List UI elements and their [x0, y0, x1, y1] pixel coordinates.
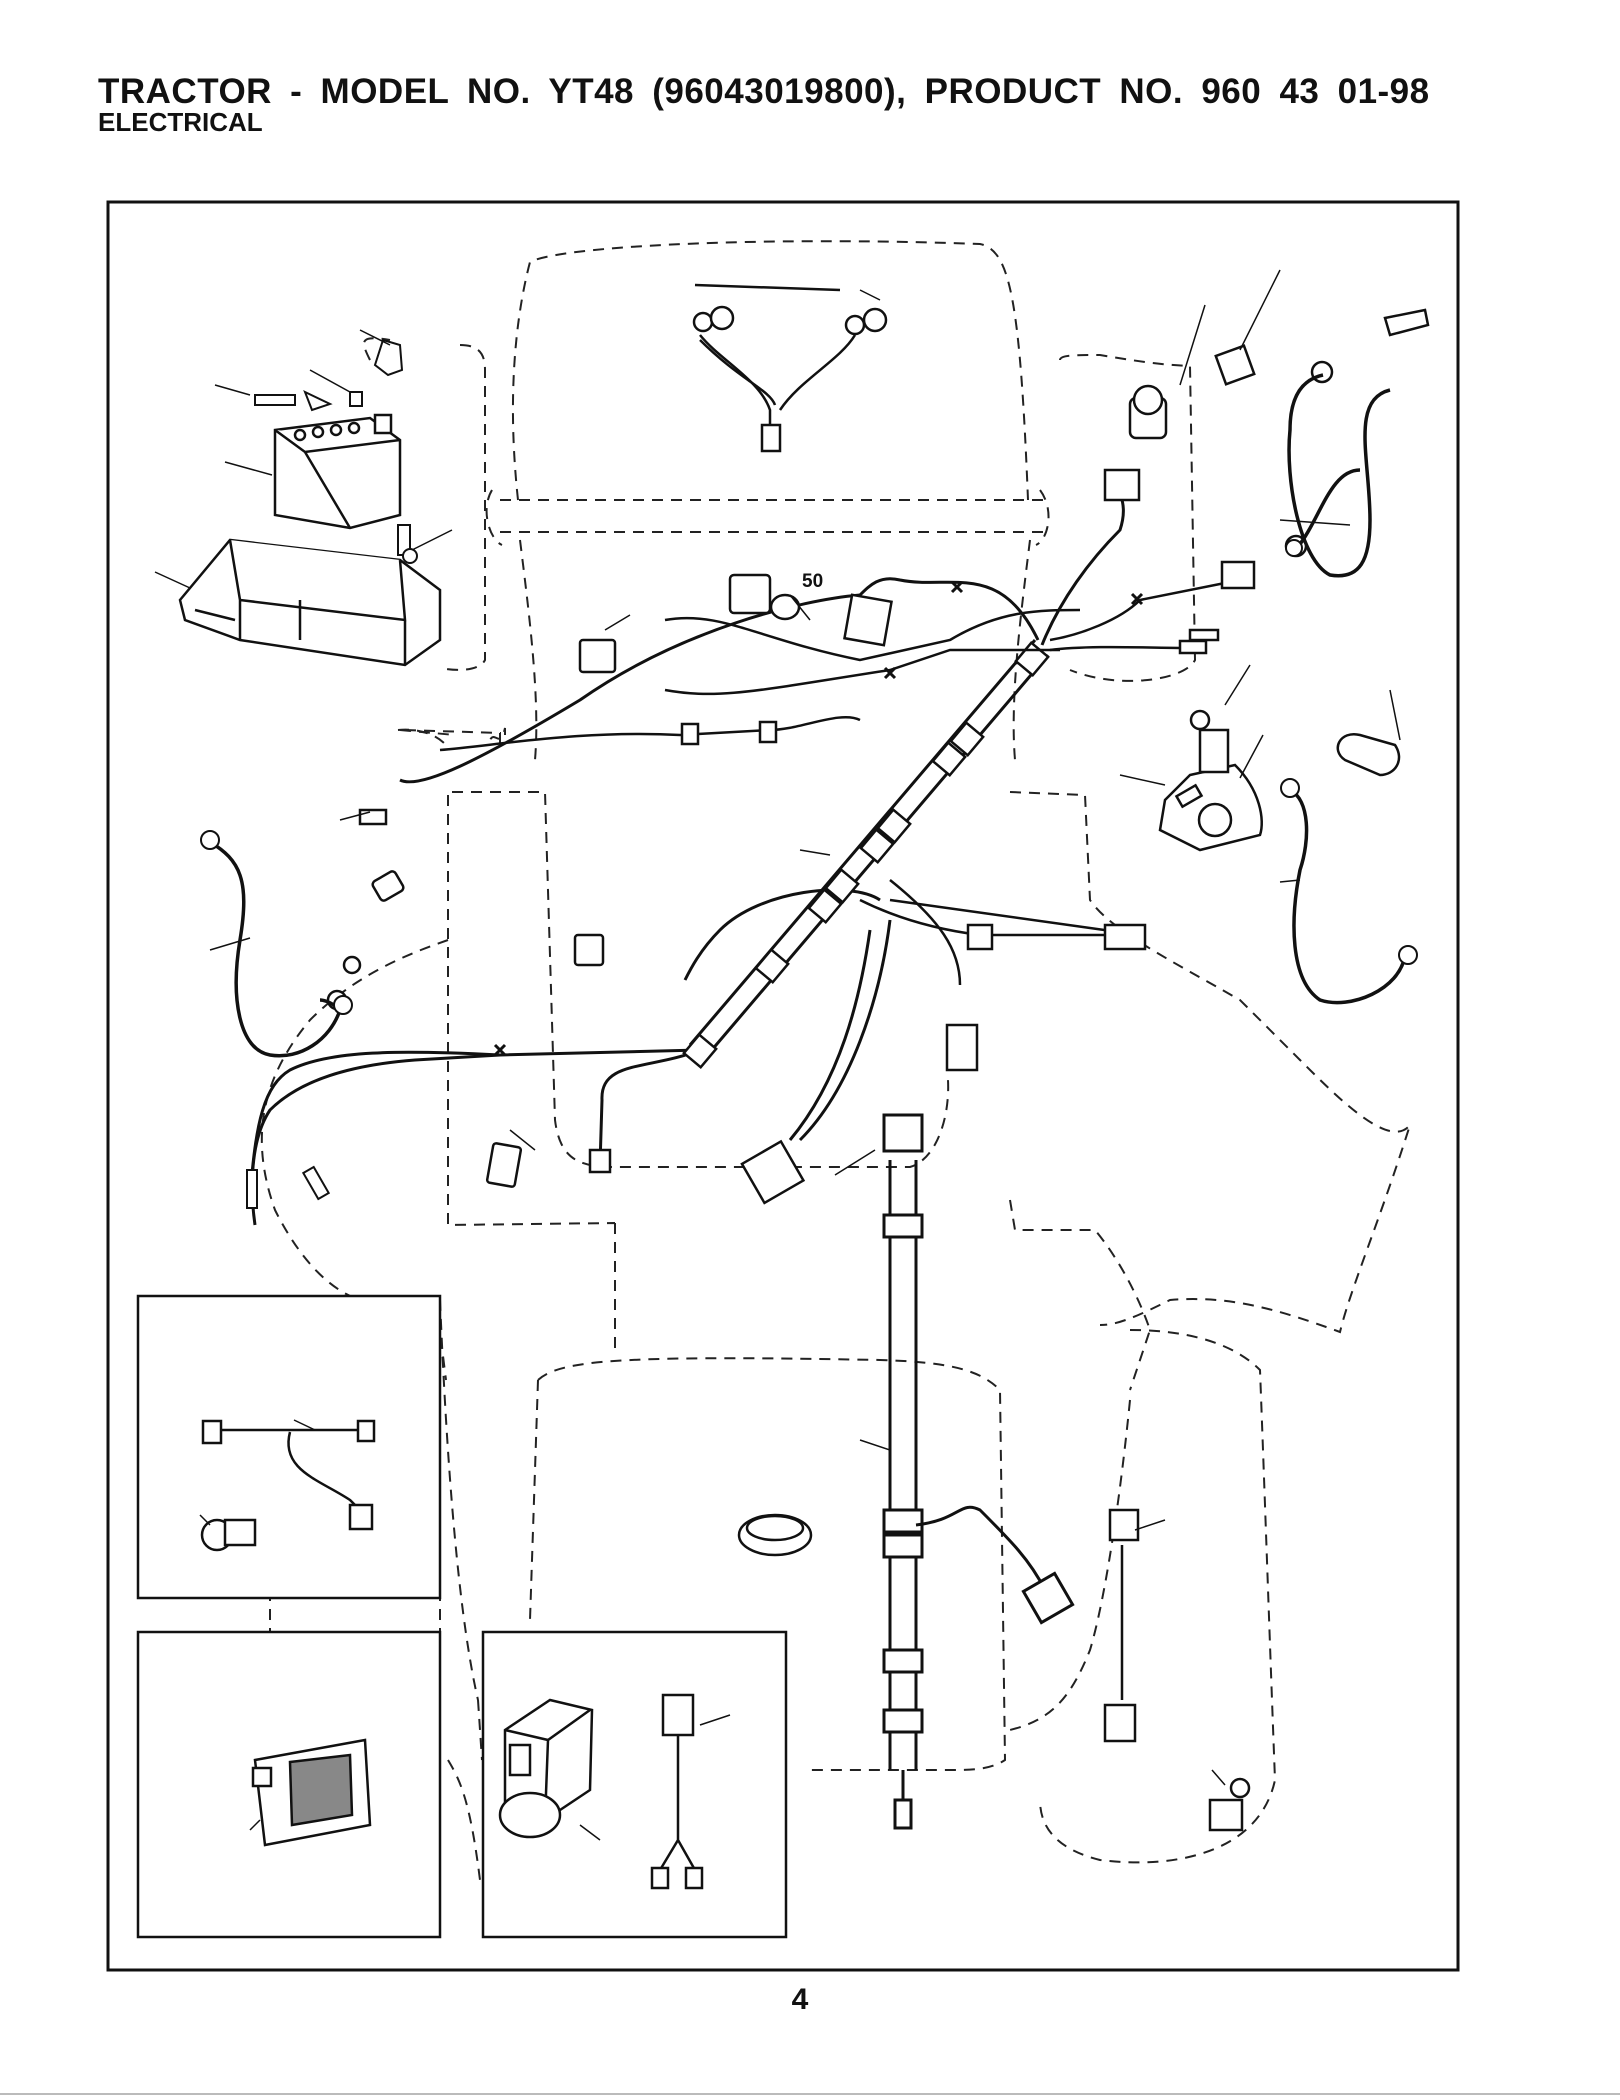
part-label-50: 50	[802, 571, 823, 592]
switch-parts	[328, 310, 1428, 1830]
headlight-assembly	[694, 285, 886, 451]
sub-harness	[440, 470, 1254, 1070]
bottom-rule	[0, 2093, 1620, 2095]
battery-tray	[180, 540, 440, 665]
lower-harness	[884, 1115, 1073, 1828]
battery	[275, 415, 400, 528]
page-number: 4	[770, 1983, 830, 2017]
harness-clamps	[684, 643, 1048, 1068]
